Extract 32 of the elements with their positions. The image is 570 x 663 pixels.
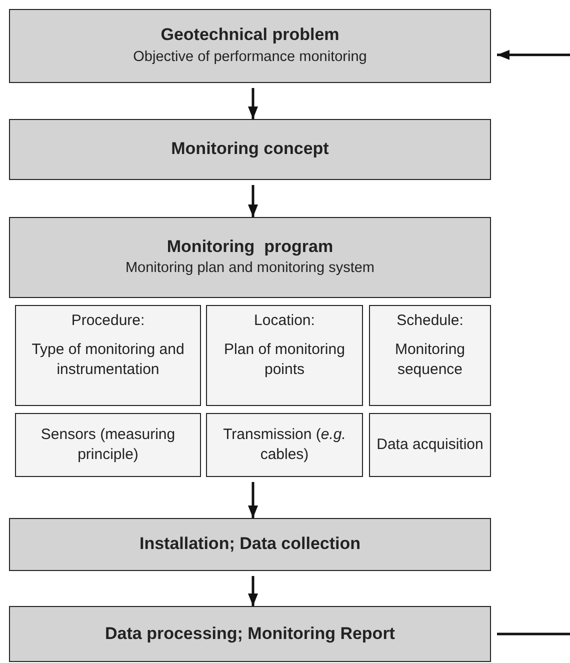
box-text: Monitoring sequence — [394, 340, 466, 379]
process-box — [9, 9, 491, 83]
box-title: Transmission (e.g. cables) — [222, 424, 347, 465]
box-title: Monitoring program — [166, 236, 334, 258]
process-box — [9, 119, 491, 180]
arrow — [248, 576, 258, 606]
box-text: Plan of monitoring points — [223, 340, 346, 379]
detail-box — [369, 305, 491, 406]
arrow — [248, 482, 258, 518]
box-title: Data acquisition — [376, 434, 484, 455]
detail-box — [15, 305, 201, 406]
box-title: Geotechnical problem — [160, 25, 340, 46]
box-text: Monitoring plan and monitoring system — [125, 259, 375, 278]
detail-box — [206, 413, 363, 477]
box-title: Installation; Data collection — [139, 534, 361, 555]
detail-box — [15, 413, 201, 477]
arrow — [497, 50, 570, 60]
detail-box — [369, 413, 491, 477]
process-box — [9, 518, 491, 571]
box-title: Schedule: — [396, 312, 464, 330]
arrow — [248, 88, 258, 119]
detail-box — [206, 305, 363, 406]
box-title: Location: — [254, 312, 315, 330]
process-box — [9, 606, 491, 662]
arrow — [248, 185, 258, 217]
box-title: Data processing; Monitoring Report — [105, 624, 395, 644]
box-title: Procedure: — [71, 312, 145, 330]
box-title: Sensors (measuring principle) — [40, 424, 176, 465]
box-title: Monitoring concept — [171, 139, 329, 160]
process-box — [9, 217, 491, 298]
box-text: Objective of performance monitoring — [133, 48, 367, 67]
box-text: Type of monitoring and instrumentation — [30, 340, 186, 379]
